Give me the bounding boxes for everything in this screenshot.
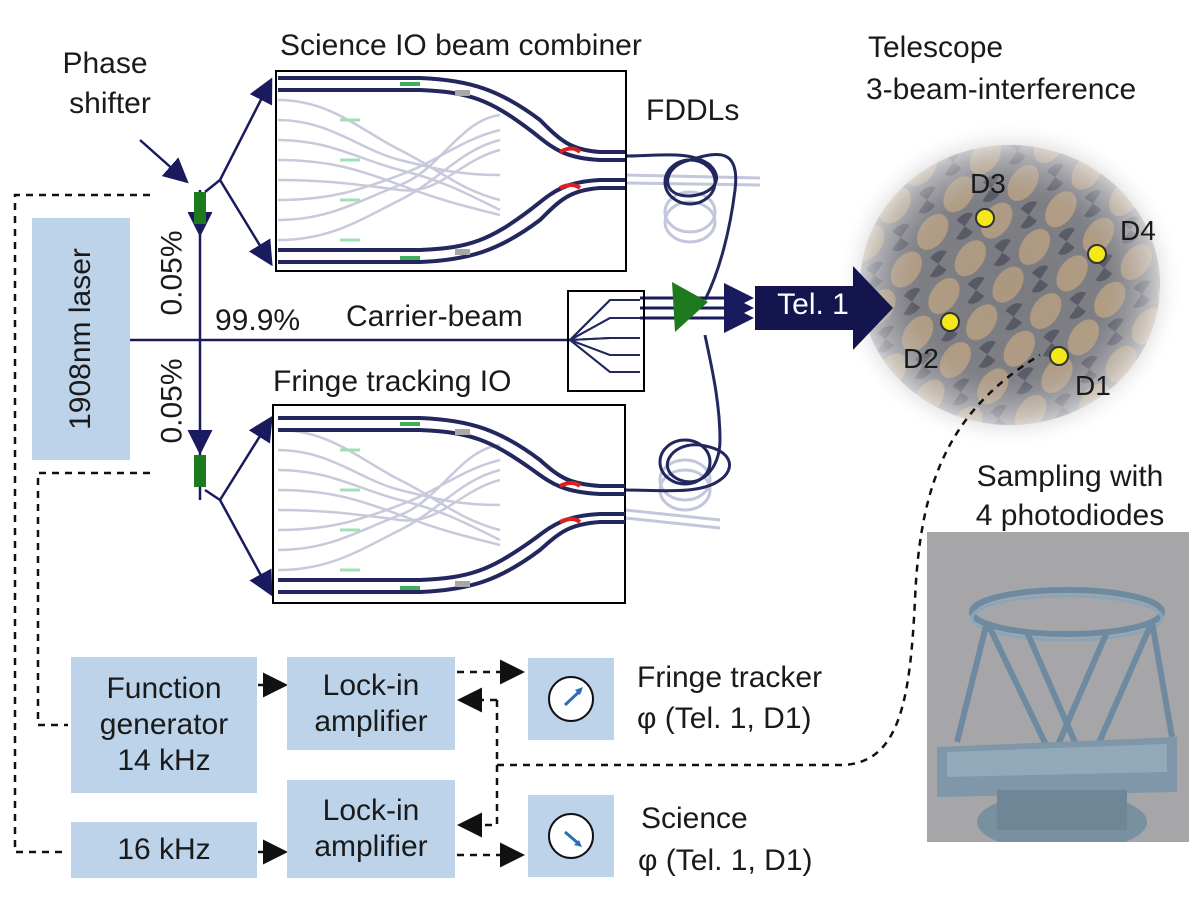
fringe-io-title: Fringe tracking IO xyxy=(273,365,512,398)
detector-d3-dot xyxy=(975,208,995,228)
lockin-1-box: Lock-in amplifier xyxy=(287,657,455,750)
green-combiner xyxy=(672,282,708,332)
fringe-tracker-dial-box xyxy=(528,658,614,740)
sampling-label-1: Sampling with xyxy=(976,460,1164,493)
freq-16-label: 16 kHz xyxy=(117,833,211,866)
detector-d4-dot xyxy=(1087,244,1107,264)
science-out-label-2: φ (Tel. 1, D1) xyxy=(638,844,813,877)
detector-d4-label: D4 xyxy=(1120,215,1156,246)
phase-shifter-top xyxy=(194,192,206,224)
sampling-label-2: 4 photodiodes xyxy=(975,499,1165,532)
splitter-lines xyxy=(130,77,570,597)
detector-d1-dot xyxy=(1049,346,1069,366)
freq-16-box: 16 kHz xyxy=(71,822,257,878)
carrier-beam-label: Carrier-beam xyxy=(346,300,523,333)
fringe-tracker-label-2: φ (Tel. 1, D1) xyxy=(637,702,812,735)
fddl-loops-bottom xyxy=(624,334,731,530)
science-io-chip xyxy=(275,70,627,272)
detector-d2-dot xyxy=(940,312,960,332)
lockin-2-box: Lock-in amplifier xyxy=(287,780,455,878)
detector-d2-label: D2 xyxy=(903,343,939,374)
function-generator-box: Function generator 14 kHz xyxy=(71,657,257,793)
split-top-label: 0.05% xyxy=(155,230,189,316)
lockin-2-label: Lock-in amplifier xyxy=(314,794,428,863)
interference-pattern xyxy=(835,120,1185,450)
telescope-photo xyxy=(927,532,1189,842)
science-dial-box xyxy=(528,795,614,877)
tel1-arrow: Tel. 1 xyxy=(755,266,895,350)
phase-shifter-label-2: shifter xyxy=(69,87,151,120)
phase-shifter-bottom xyxy=(194,455,206,487)
phase-shifter-label-1: Phase xyxy=(62,47,148,80)
carrier-fanout-chip xyxy=(567,290,645,392)
dial-icon xyxy=(548,813,594,859)
science-out-label-1: Science xyxy=(641,802,748,835)
telescope-title-1: Telescope xyxy=(868,31,1004,64)
fddls-label: FDDLs xyxy=(646,94,740,127)
telescope-title-2: 3-beam-interference xyxy=(866,73,1137,106)
laser-box: 1908nm laser xyxy=(32,218,130,460)
fringe-tracker-label-1: Fringe tracker xyxy=(637,661,823,694)
fddl-loops-top xyxy=(624,153,761,301)
detector-d3-label: D3 xyxy=(970,168,1006,199)
detector-d1-label: D1 xyxy=(1075,370,1111,401)
split-main-label: 99.9% xyxy=(215,304,301,337)
fringe-io-chip xyxy=(272,404,626,604)
laser-label: 1908nm laser xyxy=(64,248,97,430)
function-generator-label: Function generator 14 kHz xyxy=(99,672,229,777)
dial-icon xyxy=(548,676,594,722)
science-io-title: Science IO beam combiner xyxy=(280,29,642,62)
tel1-label: Tel. 1 xyxy=(777,288,849,321)
split-bottom-label: 0.05% xyxy=(155,358,189,444)
control-lines xyxy=(13,193,1041,868)
lockin-1-label: Lock-in amplifier xyxy=(314,668,428,738)
